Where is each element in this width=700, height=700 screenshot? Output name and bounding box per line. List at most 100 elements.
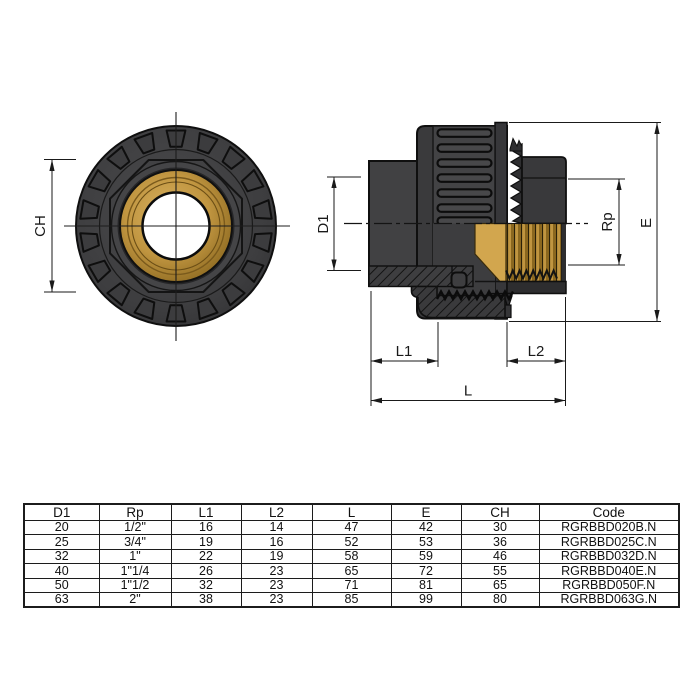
cell: 63	[23, 591, 100, 608]
knurl-lug	[252, 232, 273, 253]
column-header-code: Code	[538, 503, 680, 521]
cell: 32	[170, 577, 242, 593]
knurl-lug	[79, 199, 100, 220]
dim-label-ch: CH	[32, 215, 49, 237]
dim-l: L	[371, 383, 566, 404]
dim-ch: CH	[32, 159, 76, 293]
dim-label-l: L	[464, 383, 472, 400]
cell: 22	[170, 548, 242, 565]
cell: 23	[240, 563, 313, 579]
dim-label-l2: L2	[528, 343, 545, 360]
dim-label-d1: D1	[315, 214, 332, 233]
column-header-ch: CH	[460, 503, 540, 521]
cell: 40	[23, 563, 100, 579]
dim-label-rp: Rp	[599, 212, 616, 231]
cell-code: RGRBBD025C.N	[538, 534, 680, 550]
cell: 59	[390, 548, 462, 565]
front-view: CH	[32, 112, 290, 341]
cell: 65	[460, 577, 540, 593]
dim-l2: L2	[506, 297, 566, 406]
table-row: 40 1"1/4 26 23 65 72 55 RGRBBD040E.N	[23, 563, 680, 579]
cell: 50	[23, 577, 100, 593]
adapter-body	[521, 156, 567, 225]
cell: 99	[390, 591, 462, 608]
dim-label-l1: L1	[396, 343, 413, 360]
dim-rp: Rp	[568, 178, 625, 266]
cell: 14	[240, 519, 313, 536]
cell: 72	[390, 563, 462, 579]
cell: 1"1/2	[98, 577, 172, 593]
table-row: 25 3/4" 19 16 52 53 36 RGRBBD025C.N	[23, 534, 680, 550]
column-header-rp: Rp	[98, 503, 172, 521]
dim-e: E	[509, 122, 661, 322]
column-header-l2: L2	[240, 503, 313, 521]
technical-drawing: CH	[32, 112, 661, 406]
cell: 16	[240, 534, 313, 550]
adapter-right-band	[561, 223, 566, 294]
section-hatch	[411, 286, 505, 318]
table-row: 32 1" 22 19 58 59 46 RGRBBD032D.N	[23, 548, 680, 565]
dim-l1: L1	[370, 291, 439, 406]
cell-code: RGRBBD032D.N	[538, 548, 680, 565]
cell: 26	[170, 563, 242, 579]
cell: 42	[390, 519, 462, 536]
cell: 65	[311, 563, 392, 579]
section-hatch	[369, 266, 473, 287]
cell: 46	[460, 548, 540, 565]
cell: 55	[460, 563, 540, 579]
cell: 38	[170, 591, 242, 608]
header-row: D1 Rp L1 L2 L E CH Code	[23, 503, 680, 521]
dim-label-e: E	[638, 218, 655, 228]
side-view: D1 Rp E L1	[315, 121, 661, 406]
adapter-lower-wall	[506, 280, 567, 295]
cell: 19	[240, 548, 313, 565]
cell: 47	[311, 519, 392, 536]
cell-code: RGRBBD040E.N	[538, 563, 680, 579]
cell: 36	[460, 534, 540, 550]
cell-code: RGRBBD063G.N	[538, 591, 680, 608]
cell: 85	[311, 591, 392, 608]
cell: 81	[390, 577, 462, 593]
knurl-lug	[133, 297, 156, 320]
cell: 1/2"	[98, 519, 172, 536]
cell: 58	[311, 548, 392, 565]
cell: 32	[23, 548, 100, 565]
cell: 3/4"	[98, 534, 172, 550]
male-thread-profile	[509, 142, 523, 225]
oring-seal	[450, 271, 468, 289]
knurl-lug	[221, 145, 246, 170]
knurl-lug	[87, 259, 112, 283]
table-row: 63 2" 38 23 85 99 80 RGRBBD063G.N	[23, 591, 680, 608]
cell-code: RGRBBD050F.N	[538, 577, 680, 593]
column-header-d1: D1	[23, 503, 100, 521]
cell: 52	[311, 534, 392, 550]
male-thread-crest	[509, 137, 523, 152]
knurl-lug	[106, 145, 131, 170]
cell: 16	[170, 519, 242, 536]
knurl-lug	[196, 132, 219, 155]
knurl-lug	[87, 169, 112, 193]
cell: 23	[240, 577, 313, 593]
cell: 2"	[98, 591, 172, 608]
dim-d1: D1	[315, 176, 361, 271]
table-row: 20 1/2" 16 14 47 42 30 RGRBBD020B.N	[23, 519, 680, 536]
knurl-slots	[436, 128, 493, 226]
cell-code: RGRBBD020B.N	[538, 519, 680, 536]
knurl-lug	[106, 282, 131, 307]
cell: 23	[240, 591, 313, 608]
knurl-lug	[252, 199, 273, 220]
cell: 1"1/4	[98, 563, 172, 579]
spec-table: D1 Rp L1 L2 L E CH Code 20 1/2" 16 14 47…	[23, 503, 680, 609]
cell: 1"	[98, 548, 172, 565]
brass-thread-teeth	[505, 267, 558, 282]
cell: 25	[23, 534, 100, 550]
table-row: 50 1"1/2 32 23 71 81 65 RGRBBD050F.N	[23, 577, 680, 593]
knurl-lugs	[79, 129, 273, 323]
cell: 71	[311, 577, 392, 593]
column-header-l1: L1	[170, 503, 242, 521]
knurl-lug	[133, 132, 156, 155]
column-header-e: E	[390, 503, 462, 521]
knurl-lug	[221, 282, 246, 307]
knurl-lug	[240, 169, 265, 193]
